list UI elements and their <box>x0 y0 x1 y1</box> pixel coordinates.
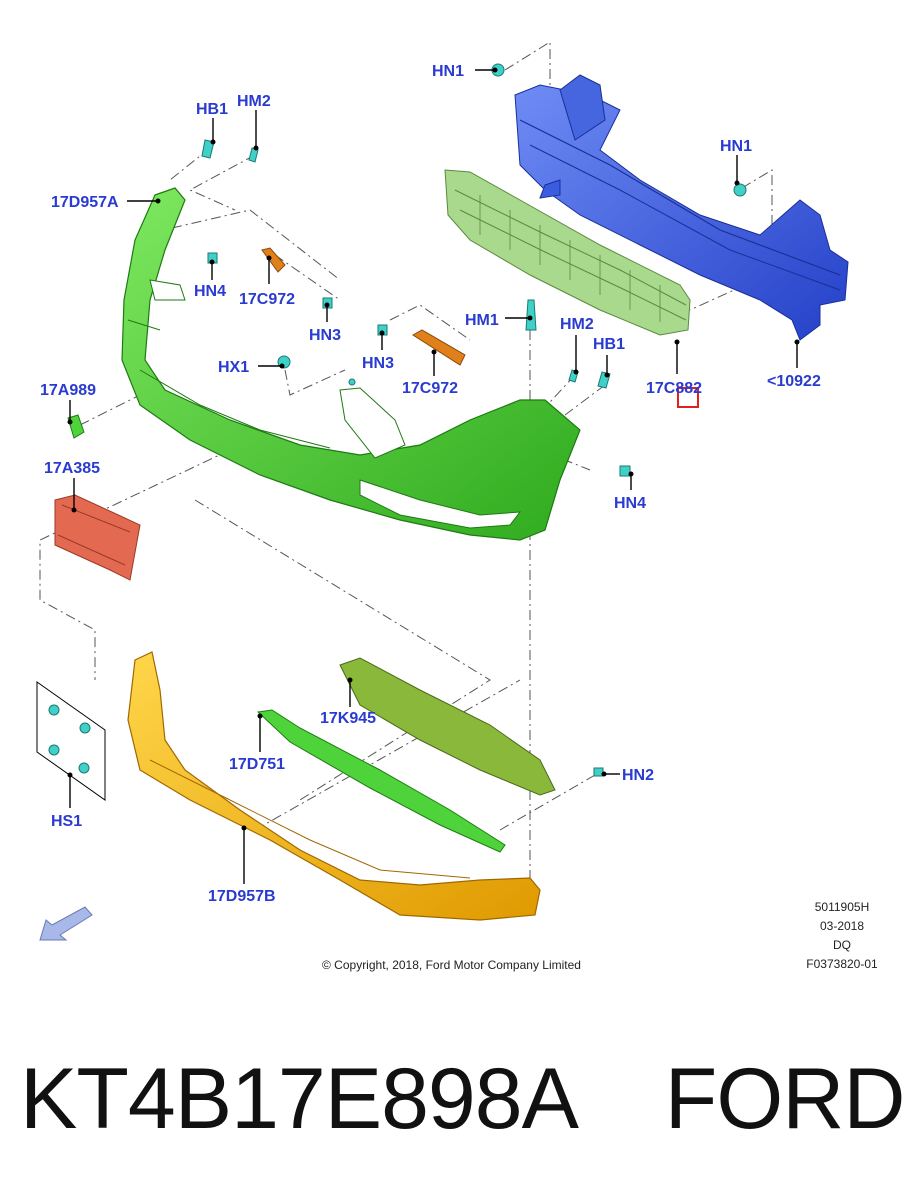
part-number-title: KT4B17E898A FORD <box>20 1051 905 1147</box>
bumper-cover <box>121 187 581 541</box>
callout-hn4-left: HN4 <box>194 283 226 300</box>
callout-17c972-mid: 17C972 <box>402 380 458 397</box>
callout-hm1: HM1 <box>465 312 499 329</box>
parts-diagram: HN1 HB1 HM2 17D957A HN1 HN4 17C972 HN3 H… <box>36 41 878 972</box>
callout-hs1: HS1 <box>51 813 82 830</box>
callout-hm2-right: HM2 <box>560 316 594 333</box>
callout-hn2: HN2 <box>622 767 654 784</box>
callout-hm2-left: HM2 <box>237 93 271 110</box>
callout-hn3-mid: HN3 <box>362 355 394 372</box>
callout-labels: HN1 HB1 HM2 17D957A HN1 HN4 17C972 HN3 H… <box>40 63 821 905</box>
meta-initials: DQ <box>833 938 851 952</box>
bracket-mid <box>412 329 466 366</box>
callout-17c972-left: 17C972 <box>239 291 295 308</box>
drawing-meta: 5011905H 03-2018 DQ F0373820-01 © Copyri… <box>322 900 878 972</box>
callout-hn4-right: HN4 <box>614 495 646 512</box>
callout-17d957a: 17D957A <box>51 194 119 211</box>
meta-code: 5011905H <box>815 900 870 914</box>
callout-17d957b: 17D957B <box>208 888 276 905</box>
callout-17c882: 17C882 <box>646 380 702 397</box>
bracket-left <box>261 247 286 273</box>
callout-17k945: 17K945 <box>320 710 376 727</box>
copyright-text: © Copyright, 2018, Ford Motor Company Li… <box>322 958 581 972</box>
callout-hn3-left: HN3 <box>309 327 341 344</box>
grille-strip <box>256 709 506 853</box>
lower-trim <box>127 651 541 921</box>
callout-hb1-left: HB1 <box>196 101 228 118</box>
air-deflector <box>339 657 556 796</box>
meta-date: 03-2018 <box>820 919 864 933</box>
meta-ref: F0373820-01 <box>806 957 878 971</box>
callout-hx1: HX1 <box>218 359 249 376</box>
callout-10922: <10922 <box>767 373 821 390</box>
callout-17a989: 17A989 <box>40 382 96 399</box>
callout-hn1-top: HN1 <box>432 63 464 80</box>
bumper-reinforcement <box>514 74 849 341</box>
leader-dots <box>67 67 800 831</box>
callout-17a385: 17A385 <box>44 460 100 477</box>
energy-absorber <box>444 169 691 336</box>
leader-lines <box>69 69 798 884</box>
callout-hb1-right: HB1 <box>593 336 625 353</box>
callout-17d751: 17D751 <box>229 756 285 773</box>
direction-arrow-icon <box>39 906 93 941</box>
highlight-box <box>677 387 699 408</box>
license-plate-bracket <box>54 494 141 581</box>
callout-hn1-right: HN1 <box>720 138 752 155</box>
fastener-kit <box>36 681 106 801</box>
